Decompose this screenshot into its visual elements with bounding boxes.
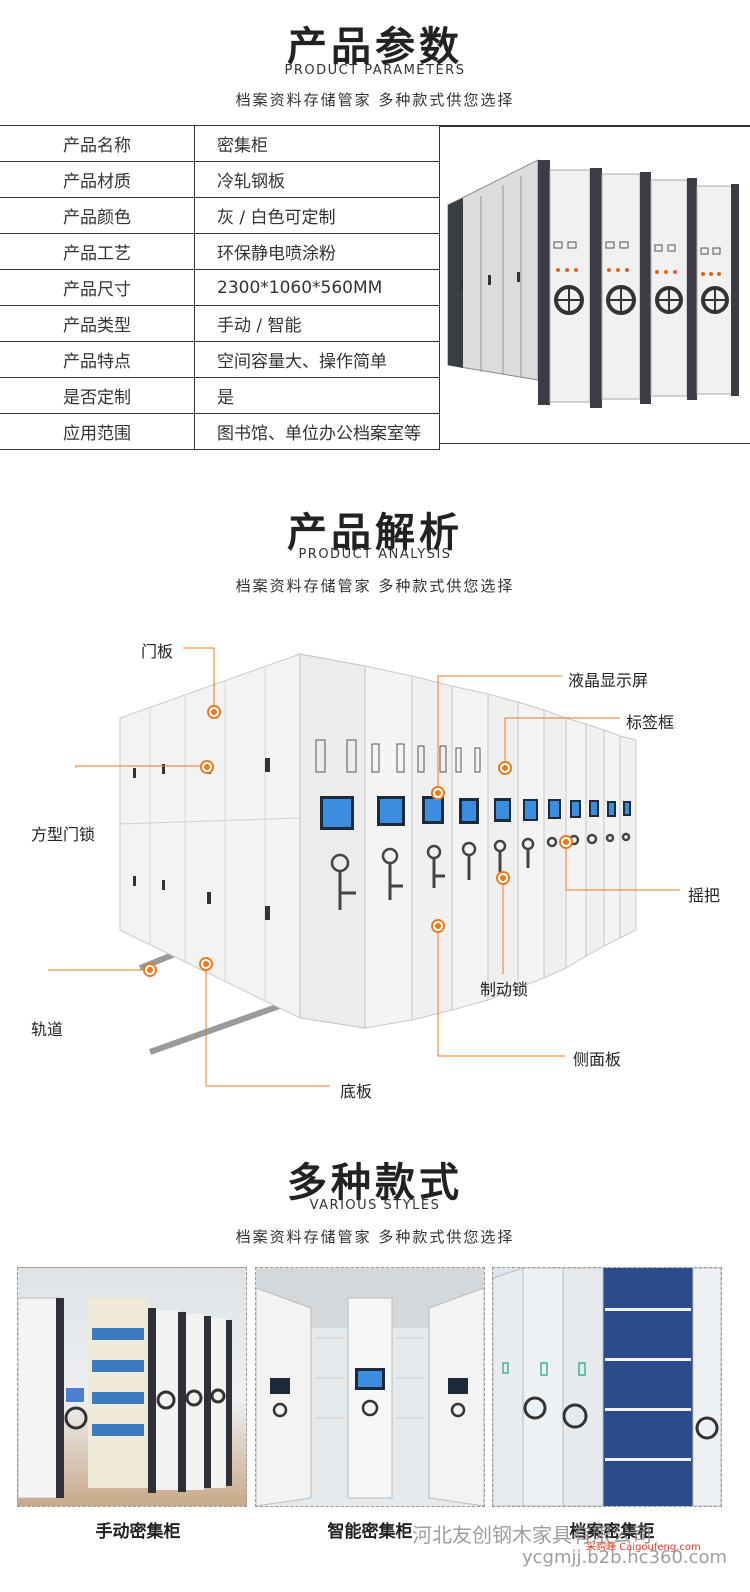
label-square-lock: 方型门锁 xyxy=(31,825,96,844)
param-value: 是 xyxy=(194,377,440,414)
manual-cabinet-photo xyxy=(17,1267,247,1507)
label-brake-lock: 制动锁 xyxy=(480,980,529,999)
param-key: 是否定制 xyxy=(0,377,195,414)
watermark-url: ycgmjj.b2b.hc360.com xyxy=(522,1547,728,1568)
callout-dot xyxy=(200,760,214,774)
table-top-rule xyxy=(440,125,750,127)
param-value: 图书馆、单位办公档案室等 xyxy=(194,413,440,450)
param-value: 手动 / 智能 xyxy=(194,305,440,342)
callout-dot xyxy=(559,835,573,849)
watermark-company: 河北友创钢木家具有限公司 xyxy=(412,1523,652,1547)
analysis-subtitle: 档案资料存储管家 多种款式供您选择 xyxy=(235,577,515,595)
label-rail: 轨道 xyxy=(31,1020,64,1039)
label-door-panel: 门板 xyxy=(141,642,174,661)
smart-cabinet-photo xyxy=(255,1267,485,1507)
parameters-subtitle: 档案资料存储管家 多种款式供您选择 xyxy=(235,91,515,109)
label-lcd-screen: 液晶显示屏 xyxy=(568,671,649,690)
styles-title: 多种款式 xyxy=(287,1160,463,1206)
callout-dot xyxy=(431,786,445,800)
param-value: 2300*1060*560MM xyxy=(194,269,440,306)
table-bottom-rule xyxy=(440,443,750,444)
table-row: 产品材质冷轧钢板 xyxy=(0,161,440,198)
param-value: 空间容量大、操作简单 xyxy=(194,341,440,378)
table-row: 产品颜色灰 / 白色可定制 xyxy=(0,197,440,234)
table-row: 应用范围图书馆、单位办公档案室等 xyxy=(0,413,440,450)
cabinet-product-image xyxy=(447,159,739,408)
archive-cabinet-photo xyxy=(492,1267,722,1507)
parameters-title-en: PRODUCT PARAMETERS xyxy=(284,63,466,78)
table-row: 产品类型手动 / 智能 xyxy=(0,305,440,342)
param-key: 产品类型 xyxy=(0,305,195,342)
label-side-panel: 侧面板 xyxy=(573,1050,622,1069)
label-base-plate: 底板 xyxy=(340,1082,373,1101)
callout-dot xyxy=(207,705,221,719)
param-key: 产品尺寸 xyxy=(0,269,195,306)
param-value: 灰 / 白色可定制 xyxy=(194,197,440,234)
param-value: 环保静电喷涂粉 xyxy=(194,233,440,270)
watermark-site: 采购峰 Caigoufeng.com xyxy=(586,1542,701,1553)
analysis-title: 产品解析 xyxy=(287,510,463,556)
analysis-title-en: PRODUCT ANALYSIS xyxy=(298,547,452,562)
param-key: 产品名称 xyxy=(0,125,195,162)
cabinet-analysis-image xyxy=(119,653,637,1055)
table-row: 产品特点空间容量大、操作简单 xyxy=(0,341,440,378)
style-caption-archive: 档案密集柜 xyxy=(569,1522,655,1542)
param-key: 应用范围 xyxy=(0,413,195,450)
callout-lines xyxy=(48,647,680,1087)
table-row: 是否定制是 xyxy=(0,377,440,414)
param-value: 密集柜 xyxy=(194,125,440,162)
parameters-table: 产品名称密集柜 产品材质冷轧钢板 产品颜色灰 / 白色可定制 产品工艺环保静电喷… xyxy=(0,125,440,450)
param-key: 产品材质 xyxy=(0,161,195,198)
styles-title-en: VARIOUS STYLES xyxy=(309,1198,441,1213)
callout-dot xyxy=(199,957,213,971)
callout-dot xyxy=(496,871,510,885)
style-caption-smart: 智能密集柜 xyxy=(327,1522,413,1542)
table-row: 产品工艺环保静电喷涂粉 xyxy=(0,233,440,270)
style-caption-manual: 手动密集柜 xyxy=(95,1522,181,1542)
callout-dot xyxy=(431,919,445,933)
parameters-title: 产品参数 xyxy=(287,24,463,70)
param-value: 冷轧钢板 xyxy=(194,161,440,198)
callout-dot xyxy=(143,963,157,977)
table-row: 产品名称密集柜 xyxy=(0,125,440,162)
param-key: 产品颜色 xyxy=(0,197,195,234)
label-handle: 摇把 xyxy=(688,886,721,905)
param-key: 产品工艺 xyxy=(0,233,195,270)
label-label-frame: 标签框 xyxy=(626,713,675,732)
styles-subtitle: 档案资料存储管家 多种款式供您选择 xyxy=(235,1228,515,1246)
callout-dot xyxy=(498,761,512,775)
param-key: 产品特点 xyxy=(0,341,195,378)
